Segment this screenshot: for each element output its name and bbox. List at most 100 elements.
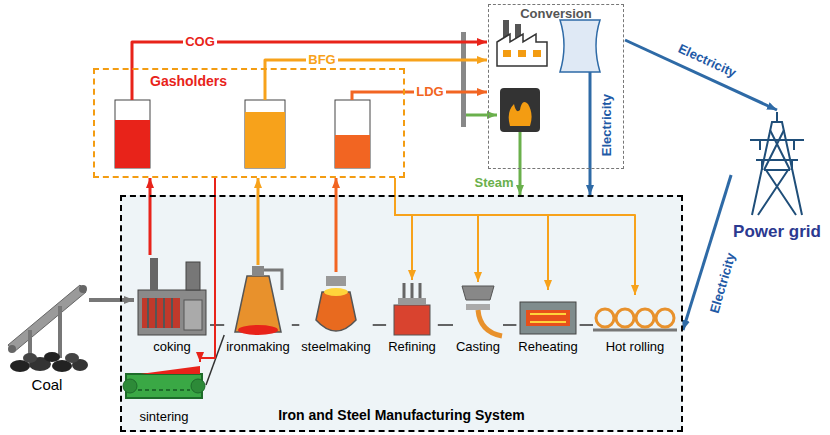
gas-supply-line bbox=[395, 178, 478, 282]
caster-part bbox=[478, 310, 502, 336]
gas-supply bbox=[395, 178, 635, 295]
reheating-furnace bbox=[520, 302, 576, 334]
node-label: ironmaking bbox=[226, 340, 290, 355]
gasholder-tanks-part bbox=[352, 92, 405, 100]
power-plant-part bbox=[509, 102, 532, 126]
node-label: Iron and Steel Manufacturing System bbox=[278, 407, 525, 423]
node-label: Refining bbox=[388, 340, 436, 355]
gas-pipe bbox=[150, 178, 151, 255]
node-label: sintering bbox=[139, 410, 188, 425]
coal-conveyor-part bbox=[8, 285, 86, 352]
gasholder-tanks-part bbox=[264, 68, 267, 100]
sinter-machine-part bbox=[123, 379, 137, 393]
converter-part bbox=[324, 288, 348, 296]
power-flow-line bbox=[625, 40, 777, 110]
rolling-mill-part bbox=[636, 309, 654, 327]
process-unit: Casting bbox=[453, 282, 503, 355]
manufacturing-system: Iron and Steel Manufacturing System cokin… bbox=[120, 195, 683, 432]
process-unit: Hot rolling bbox=[593, 295, 677, 355]
power-plant bbox=[497, 20, 600, 170]
flow-label: Electricity bbox=[600, 92, 614, 158]
gasholder-tanks bbox=[115, 68, 405, 168]
node-label: Casting bbox=[456, 340, 500, 355]
coal-conveyor-part bbox=[79, 285, 87, 293]
power-plant-part bbox=[500, 88, 540, 132]
sinter-machine-part bbox=[140, 366, 200, 374]
process-link bbox=[373, 325, 386, 326]
gas-pipe bbox=[265, 60, 487, 68]
transmission-tower-part bbox=[758, 130, 796, 215]
coal-feed-line bbox=[89, 298, 134, 302]
coke-oven-part bbox=[148, 298, 172, 328]
flow-label: COG bbox=[183, 35, 217, 49]
process-link-line bbox=[580, 324, 593, 326]
gas-pipe-line bbox=[265, 60, 487, 68]
power-plant-part bbox=[497, 34, 547, 66]
node-label: Hot rolling bbox=[606, 340, 665, 355]
node-label: Gasholders bbox=[150, 73, 227, 89]
transmission-tower-part bbox=[750, 112, 804, 170]
process-unit: Reheating bbox=[516, 290, 579, 355]
process-link bbox=[580, 325, 593, 326]
blast-furnace bbox=[235, 266, 282, 335]
flow-label: Steam bbox=[472, 176, 515, 190]
gas-supply bbox=[395, 178, 548, 290]
coal-conveyor-part bbox=[58, 306, 62, 358]
gasholder-tanks-part bbox=[335, 100, 370, 168]
gasholder-tanks-part bbox=[245, 100, 285, 168]
coke-oven-part bbox=[138, 290, 206, 335]
gasholder-group: Gasholders bbox=[93, 68, 405, 178]
rolling-mill-part bbox=[656, 309, 674, 327]
process-link bbox=[503, 325, 516, 326]
caster-part bbox=[466, 304, 490, 310]
system-ground bbox=[120, 195, 683, 432]
coal-conveyor-part bbox=[23, 353, 37, 363]
process-link-line bbox=[210, 324, 224, 326]
node-label: Power grid bbox=[733, 222, 821, 242]
coal-source: Coal bbox=[5, 275, 89, 393]
gas-bus-bar-part bbox=[466, 114, 497, 117]
power-flow bbox=[625, 40, 777, 110]
gas-bus-bar bbox=[461, 32, 497, 127]
coal-conveyor-part bbox=[8, 345, 16, 353]
flow-label: BFG bbox=[306, 53, 337, 67]
node-label: Reheating bbox=[518, 340, 577, 355]
blast-furnace-part bbox=[238, 325, 278, 335]
transmission-tower-part bbox=[752, 122, 802, 215]
gas-supply-line bbox=[395, 178, 635, 295]
gasholder-tanks-part bbox=[131, 68, 134, 100]
reheating-furnace-part bbox=[530, 314, 566, 322]
steam-flow-line bbox=[519, 170, 522, 195]
flow-label: LDG bbox=[414, 85, 445, 99]
node-label: Conversion bbox=[520, 7, 592, 22]
gasholder-tanks-part bbox=[335, 135, 370, 168]
refining-furnace bbox=[394, 283, 430, 335]
power-plant-part bbox=[519, 132, 522, 170]
caster bbox=[462, 286, 502, 336]
sinter-machine-part bbox=[191, 379, 205, 393]
gas-supply bbox=[395, 178, 478, 282]
coal-conveyor-part bbox=[44, 352, 60, 362]
process-link-line bbox=[373, 324, 386, 326]
gas-supply-line bbox=[395, 178, 412, 280]
process-link bbox=[292, 325, 300, 326]
process-link bbox=[210, 325, 224, 326]
node-label: coking bbox=[153, 340, 191, 355]
reheating-furnace-part bbox=[520, 302, 576, 334]
gasholder-tanks-part bbox=[115, 120, 150, 168]
caster-part bbox=[462, 286, 494, 300]
sinter-machine-part bbox=[138, 389, 190, 391]
converter bbox=[316, 276, 356, 331]
process-link-line bbox=[503, 324, 516, 326]
process-unit: sintering bbox=[122, 362, 206, 425]
power-plant-part bbox=[560, 20, 600, 72]
process-link-line bbox=[438, 324, 453, 326]
coal-conveyor bbox=[8, 285, 88, 372]
power-plant-part bbox=[503, 50, 511, 57]
gas-supply-line bbox=[395, 178, 548, 290]
sinter-machine bbox=[123, 366, 205, 398]
process-unit: steelmaking bbox=[299, 272, 372, 355]
flow-label: Electricity bbox=[674, 41, 740, 82]
gas-bus-bar-part bbox=[461, 32, 466, 127]
